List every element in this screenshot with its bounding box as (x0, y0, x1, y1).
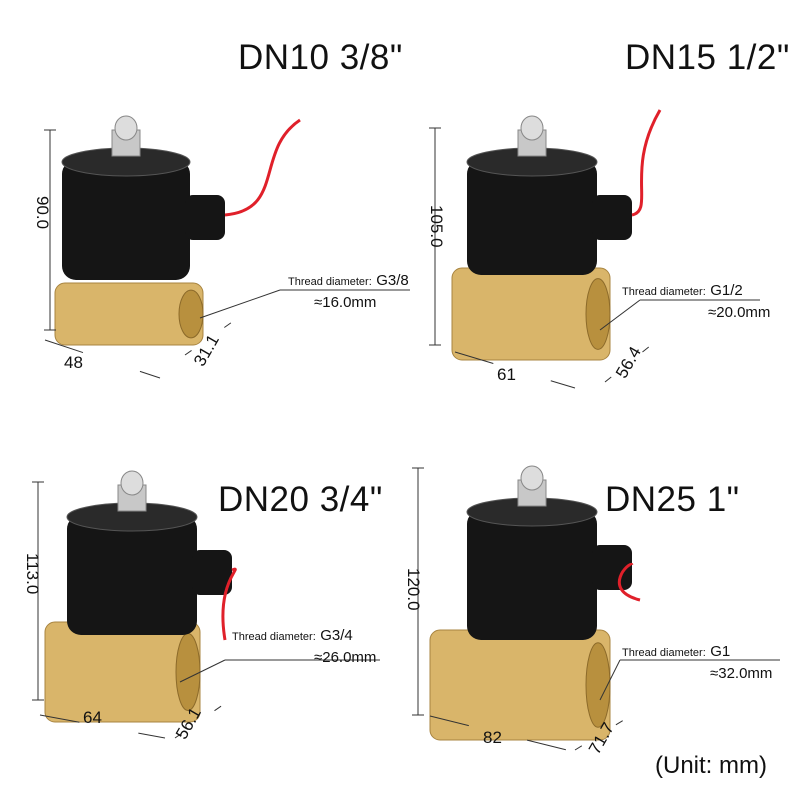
panel-2-connector (592, 195, 632, 240)
panel-1-height: 90.0 (33, 196, 52, 230)
unit-note: (Unit: mm) (655, 752, 767, 779)
panel-3-port-thread (175, 633, 201, 711)
panel-2-width: 61 (497, 365, 516, 384)
panel-4-height: 120.0 (404, 568, 423, 611)
panel-3-coil (67, 515, 197, 635)
thread-size: G3/4 (320, 627, 353, 644)
panel-2-thread-leader-line (599, 299, 641, 331)
thread-mm: ≈16.0mm (314, 294, 377, 311)
panel-1-depth-dim-line (184, 319, 236, 356)
panel-2-coil (467, 160, 597, 275)
thread-size: G1 (710, 643, 731, 660)
thread-label: Thread diameter: (288, 276, 372, 288)
panel-1-width: 48 (64, 353, 83, 372)
panel-2-cap-nut (520, 115, 544, 141)
thread-size: G1/2 (710, 282, 743, 299)
panel-1-title: DN10 3/8" (238, 38, 403, 77)
panel-3-connector (192, 550, 232, 595)
panel-1-port-thread (178, 289, 204, 339)
panel-1-width-dim-line (44, 339, 161, 379)
panel-3-thread: Thread diameter: G3/4 ≈26.0mm (232, 627, 376, 666)
panel-3-cap-nut (120, 470, 144, 496)
panel-2-red-wire (631, 109, 662, 217)
panel-4-title: DN25 1" (605, 480, 740, 519)
panel-2-depth-dim-line (604, 341, 656, 383)
panel-4-brass-body (429, 629, 611, 741)
panel-1-coil (62, 160, 190, 280)
panel-3-depth-dim-line (174, 699, 231, 739)
thread-mm: ≈20.0mm (708, 304, 771, 321)
panel-3-red-wire (221, 567, 237, 641)
panel-2-title: DN15 1/2" (625, 38, 790, 77)
panel-3-title: DN20 3/4" (218, 480, 383, 519)
panel-4-thread: Thread diameter: G1 ≈32.0mm (622, 643, 772, 682)
thread-label: Thread diameter: (622, 647, 706, 659)
panel-1-cap-nut (114, 115, 138, 141)
panel-3-thread-leader-line (179, 659, 226, 683)
panel-4-width: 82 (483, 728, 502, 747)
panel-4-connector (592, 545, 632, 590)
panel-4-cap-nut (520, 465, 544, 491)
thread-mm: ≈26.0mm (314, 649, 377, 666)
panel-2-port-thread (585, 278, 611, 350)
panel-2-height: 105.0 (427, 205, 446, 248)
panel-2-thread: Thread diameter: G1/2 ≈20.0mm (622, 282, 770, 321)
thread-size: G3/8 (376, 272, 409, 289)
panel-3-width-dim-line (39, 714, 166, 739)
panel-4-port-thread (585, 642, 611, 728)
thread-label: Thread diameter: (622, 286, 706, 298)
panel-4-coil (467, 510, 597, 640)
panel-1-red-wire (224, 118, 301, 217)
panel-2-width-dim-line (454, 351, 576, 389)
panel-4-red-wire (617, 562, 641, 602)
panel-1-connector (185, 195, 225, 240)
thread-mm: ≈32.0mm (710, 665, 773, 682)
panel-3-height: 113.0 (23, 553, 42, 595)
panel-4-width-dim-line (429, 715, 576, 753)
panel-4-thread-leader-line (599, 659, 621, 701)
panel-3-width: 64 (83, 708, 102, 727)
panel-1-thread-leader-line (199, 289, 281, 319)
thread-label: Thread diameter: (232, 631, 316, 643)
panel-1-thread: Thread diameter: G3/8 ≈16.0mm (288, 272, 409, 311)
